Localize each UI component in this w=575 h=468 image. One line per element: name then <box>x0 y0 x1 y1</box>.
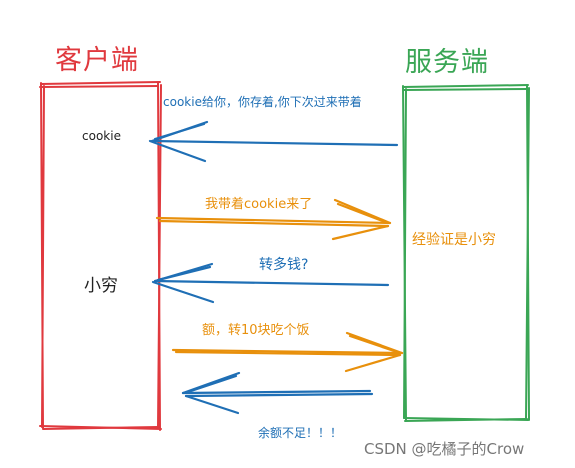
server-title: 服务端 <box>405 47 489 78</box>
arrow-cookie-to-server <box>155 198 392 241</box>
message-bring-cookie: 我带着cookie来了 <box>205 197 313 212</box>
client-name-label: 小穷 <box>84 276 118 296</box>
message-transfer: 额，转10块吃个饭 <box>202 323 310 338</box>
server-box <box>402 84 530 422</box>
message-set-cookie: cookie给你，你存着,你下次过来带着 <box>163 95 362 109</box>
client-title: 客户端 <box>55 45 139 76</box>
message-ask-amount: 转多钱? <box>259 257 309 273</box>
arrow-insufficient-balance <box>181 371 374 415</box>
watermark: CSDN @吃橘子的Crow <box>364 440 525 458</box>
arrow-cookie-to-client <box>148 120 399 163</box>
arrow-transfer-request <box>171 331 404 373</box>
message-insufficient: 余额不足！！！ <box>258 426 343 440</box>
arrow-ask-amount <box>151 262 390 304</box>
server-verified-label: 经验证是小穷 <box>412 232 496 248</box>
client-cookie-label: cookie <box>82 129 121 143</box>
